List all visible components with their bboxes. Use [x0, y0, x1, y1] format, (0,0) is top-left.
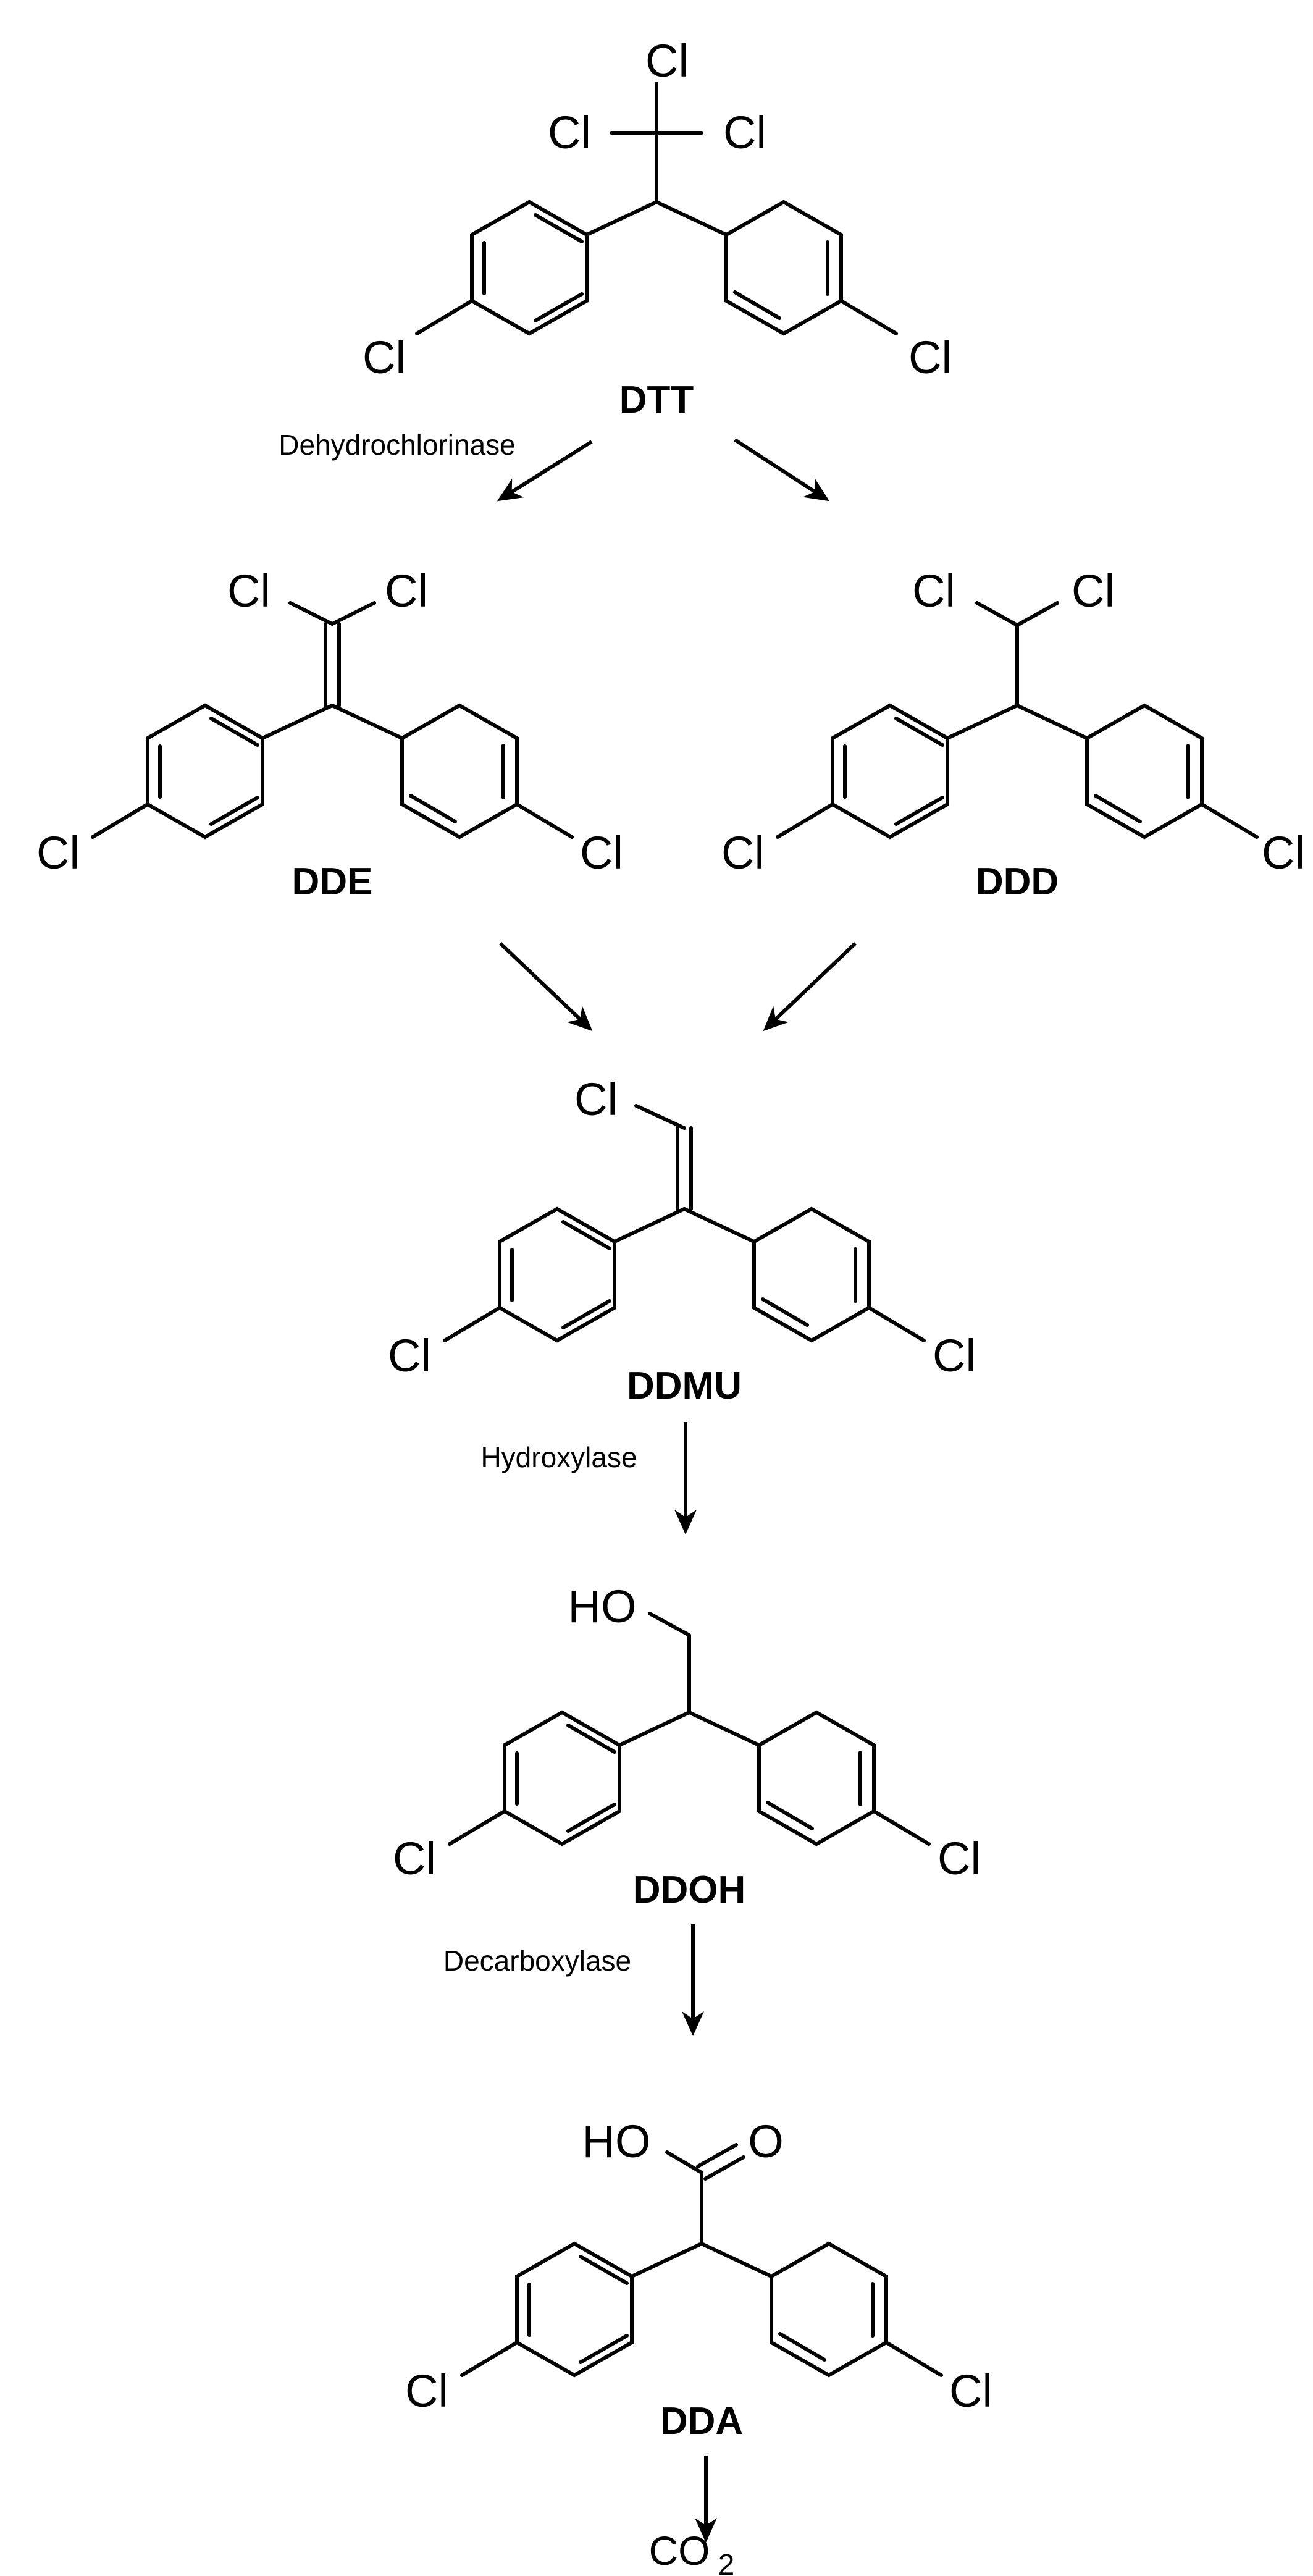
chlorine-atom: Cl	[36, 827, 80, 878]
chlorine-atom: Cl	[580, 827, 623, 878]
oxygen-atom: O	[748, 2116, 784, 2167]
compound-label-ddoh: DDOH	[633, 1869, 746, 1911]
chlorine-atom: Cl	[548, 107, 591, 158]
compound-dde: Cl Cl Cl Cl DDE	[36, 565, 623, 903]
compound-label-ddmu: DDMU	[627, 1365, 742, 1407]
aromatic-ring	[515, 2241, 634, 2378]
hydroxyl-group: HO	[582, 2116, 651, 2167]
chlorine-atom: Cl	[393, 1833, 436, 1884]
enzyme-label-hydroxylase: Hydroxylase	[480, 1441, 637, 1473]
chlorine-atom: Cl	[938, 1833, 981, 1884]
compound-label-dtt: DTT	[619, 379, 694, 421]
chlorine-atom: Cl	[721, 827, 765, 878]
chlorine-atom: Cl	[574, 1074, 618, 1125]
chlorine-atom: Cl	[908, 332, 952, 383]
reaction-arrow-dtt-to-ddd	[734, 438, 830, 502]
aromatic-ring	[470, 200, 589, 336]
cyclohexadiene-ring	[400, 703, 519, 840]
co2-subscript: 2	[718, 2549, 735, 2576]
chlorine-atom: Cl	[1262, 827, 1305, 878]
chlorine-atom: Cl	[645, 35, 689, 86]
co2-label: CO	[649, 2528, 710, 2574]
chlorine-atom: Cl	[405, 2365, 448, 2417]
cyclohexadiene-ring	[724, 200, 843, 336]
chlorine-atom: Cl	[385, 565, 428, 617]
cyclohexadiene-ring	[757, 1710, 876, 1846]
compound-dda: HO O Cl Cl DDA	[405, 2116, 992, 2443]
compound-ddd: Cl Cl Cl Cl DDD	[721, 565, 1305, 903]
chlorine-atom: Cl	[949, 2365, 992, 2417]
compound-ddmu: Cl Cl Cl DDMU	[388, 1074, 976, 1407]
aromatic-ring	[503, 1710, 621, 1846]
chlorine-atom: Cl	[388, 1330, 431, 1381]
compound-label-dde: DDE	[292, 861, 373, 903]
cyclohexadiene-ring	[1085, 703, 1204, 840]
chlorine-atom: Cl	[933, 1330, 976, 1381]
chlorine-atom: Cl	[723, 107, 766, 158]
hydroxyl-group: HO	[568, 1581, 637, 1632]
chlorine-atom: Cl	[227, 565, 271, 617]
enzyme-label-decarboxylase: Decarboxylase	[443, 1945, 631, 1977]
aromatic-ring	[498, 1206, 616, 1343]
product-co2: CO 2	[649, 2528, 735, 2576]
chlorine-atom: Cl	[363, 332, 406, 383]
enzyme-label-dehydrochlorinase: Dehydrochlorinase	[279, 429, 516, 461]
chlorine-atom: Cl	[912, 565, 955, 617]
compound-label-dda: DDA	[660, 2400, 743, 2443]
aromatic-ring	[146, 703, 264, 840]
compound-ddoh: HO Cl Cl DDOH	[393, 1581, 981, 1911]
chlorine-atom: Cl	[1072, 565, 1115, 617]
cyclohexadiene-ring	[752, 1206, 871, 1343]
aromatic-ring	[831, 703, 949, 840]
reaction-arrow-dde-to-ddmu	[498, 941, 593, 1032]
reaction-arrow-dtt-to-dde	[497, 440, 593, 502]
reaction-arrow-ddd-to-ddmu	[763, 941, 857, 1032]
cyclohexadiene-ring	[770, 2241, 888, 2378]
compound-dtt: Cl Cl Cl Cl Cl DTT	[363, 35, 952, 421]
compound-label-ddd: DDD	[976, 861, 1059, 903]
